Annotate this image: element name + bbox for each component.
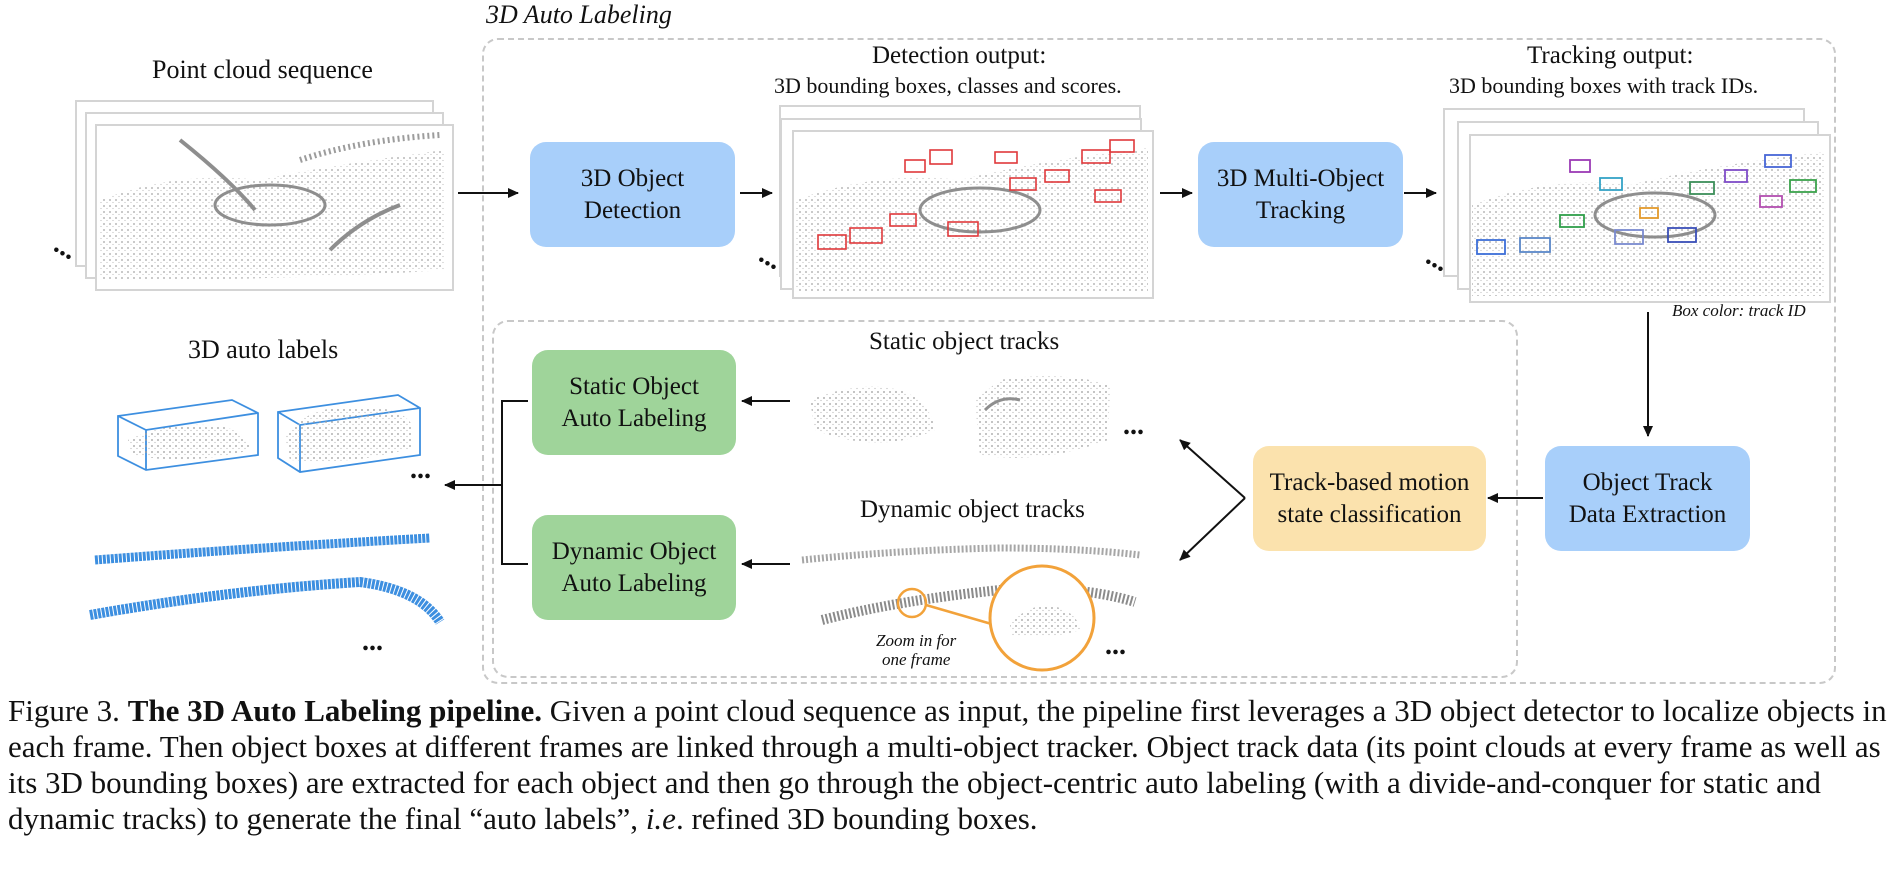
auto-label-images	[89, 394, 445, 625]
zoom-note-line2: one frame	[882, 650, 951, 669]
tracking-point-cloud	[1472, 152, 1825, 296]
caption-end: . refined 3D bounding boxes.	[675, 801, 1038, 836]
static-labeling-block-line2: Auto Labeling	[561, 404, 707, 432]
input-point-cloud	[100, 132, 445, 280]
classification-block: Track-based motion state classification	[1253, 446, 1486, 551]
detection-point-cloud	[795, 139, 1148, 292]
caption-prefix: Figure 3.	[8, 693, 128, 728]
ellipsis-auto-dynamic: ...	[362, 626, 383, 657]
tracking-block-line1: 3D Multi-Object	[1216, 164, 1385, 192]
auto-labeling-region	[482, 38, 1836, 684]
caption-ie: i.e	[645, 801, 676, 836]
extraction-block-line2: Data Extraction	[1568, 500, 1727, 528]
caption-body: Given a point cloud sequence as input, t…	[8, 693, 1887, 836]
static-labeling-block-line1: Static Object	[569, 372, 699, 400]
point-cloud-sequence-label: Point cloud sequence	[152, 55, 373, 84]
box-color-note: Box color: track ID	[1672, 301, 1806, 320]
detection-output-title: Detection output:	[872, 42, 1047, 69]
zoom-note-line1: Zoom in for	[876, 631, 957, 650]
detection-output-subtitle: 3D bounding boxes, classes and scores.	[774, 73, 1122, 98]
figure-caption: Figure 3. The 3D Auto Labeling pipeline.…	[8, 693, 1888, 837]
tracking-output-subtitle: 3D bounding boxes with track IDs.	[1449, 73, 1759, 98]
detection-block-line2: Detection	[583, 196, 682, 224]
tracking-output-title: Tracking output:	[1527, 42, 1694, 69]
classification-block-line2: state classification	[1277, 500, 1462, 528]
dynamic-labeling-block-line2: Auto Labeling	[561, 569, 707, 597]
flow-arrows	[444, 188, 1653, 569]
ellipsis-dynamic: ...	[1105, 630, 1126, 661]
classification-block-line1: Track-based motion	[1269, 468, 1470, 496]
static-object-track-images	[810, 376, 1110, 458]
ellipsis-static: ...	[1123, 410, 1144, 441]
ellipsis-auto-static: ...	[410, 454, 431, 485]
tracking-block-line2: Tracking	[1255, 196, 1346, 224]
dynamic-object-track-images	[801, 544, 1141, 672]
static-tracks-label: Static object tracks	[869, 328, 1060, 355]
detection-block-line1: 3D Object	[580, 164, 685, 192]
dynamic-labeling-block-line1: Dynamic Object	[551, 537, 717, 565]
region-title: 3D Auto Labeling	[486, 0, 672, 29]
auto-labels-label: 3D auto labels	[188, 335, 339, 364]
dynamic-tracks-label: Dynamic object tracks	[860, 496, 1085, 523]
extraction-block-line1: Object Track	[1582, 468, 1713, 496]
caption-title: The 3D Auto Labeling pipeline.	[127, 693, 542, 728]
